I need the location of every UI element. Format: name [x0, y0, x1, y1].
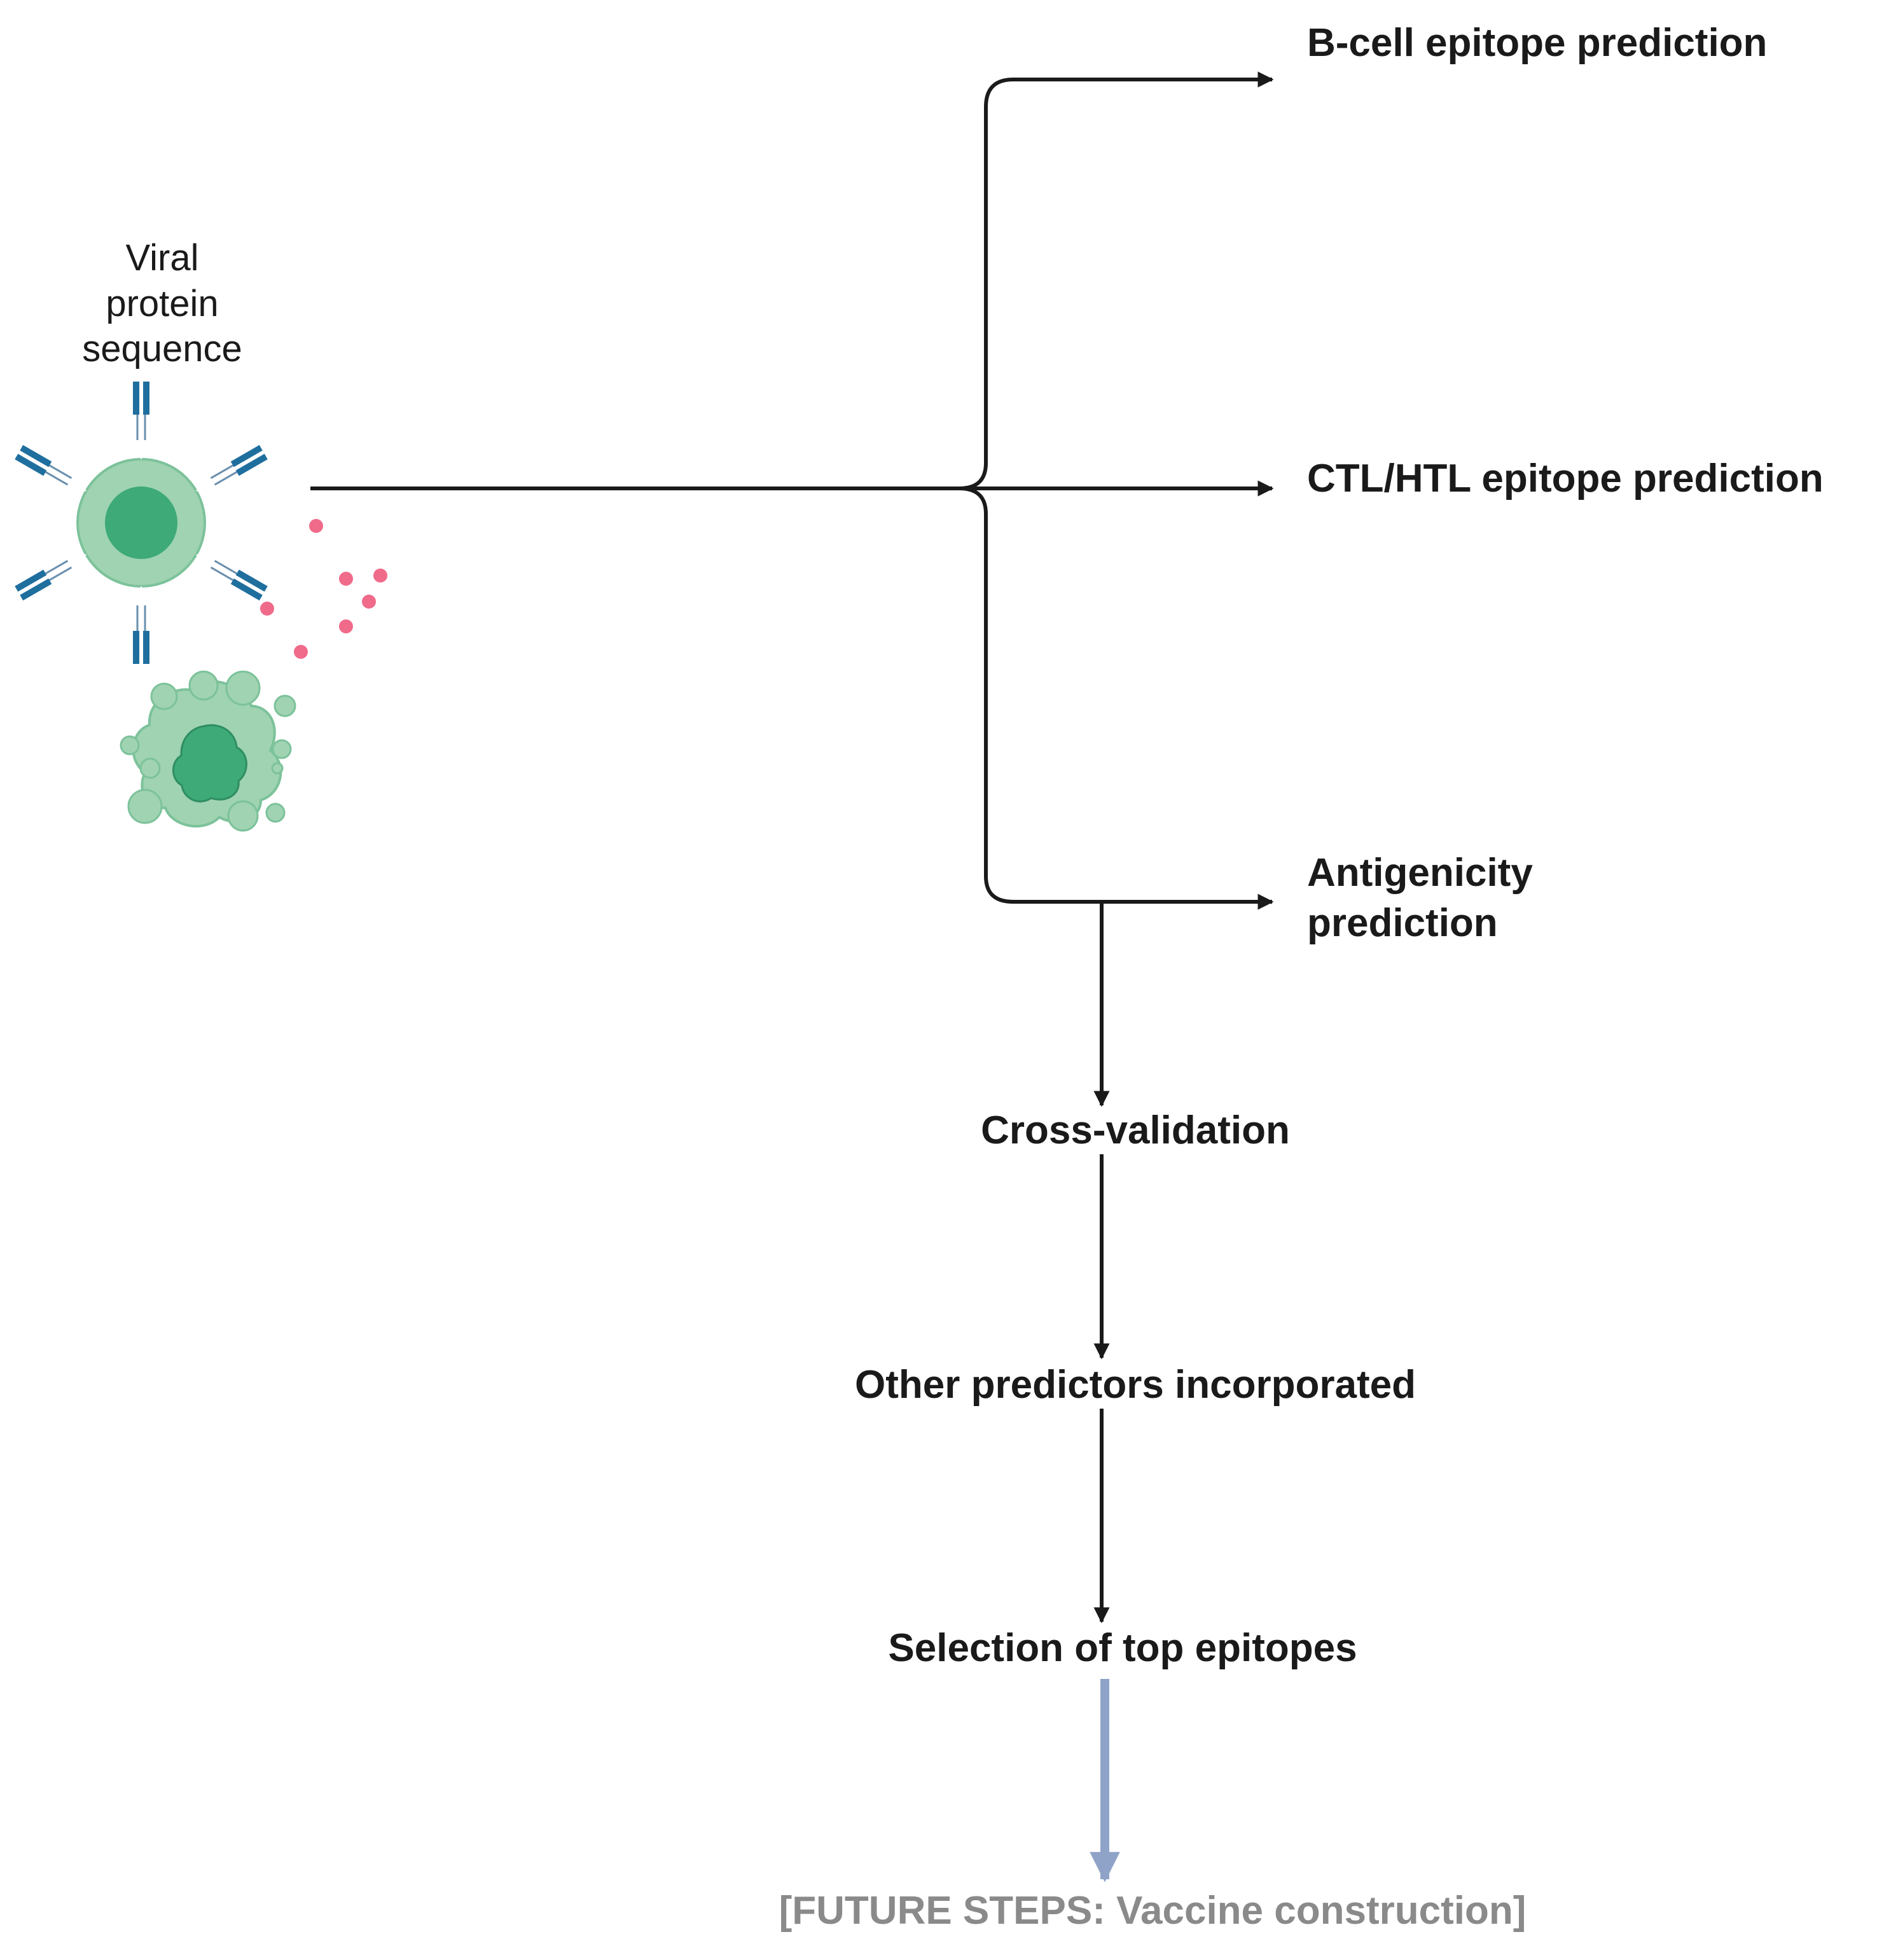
future-steps-label: [FUTURE STEPS: Vaccine construction] — [779, 1889, 1527, 1933]
source-label-line-1: Viral — [126, 237, 199, 279]
selection-label: Selection of top epitopes — [888, 1626, 1357, 1670]
apoptotic-cell-illustration — [120, 670, 296, 832]
antibody-icon-lower-left — [13, 546, 92, 602]
antibody-icon-upper-left — [13, 444, 92, 499]
antibody-icon-upper-right — [191, 444, 269, 499]
antibody-icon-bottom — [132, 585, 151, 665]
antibody-icon-lower-right — [191, 546, 269, 602]
connectors — [310, 71, 1274, 1882]
cytokine-dots-icon — [260, 519, 387, 659]
immune-cell-illustration — [13, 380, 269, 665]
b-cell-epitope-label: B-cell epitope prediction — [1307, 21, 1767, 65]
other-predictors-label: Other predictors incorporated — [855, 1363, 1416, 1407]
cross-validation-label: Cross-validation — [981, 1108, 1290, 1152]
antigenicity-label-line-1: Antigenicity — [1307, 851, 1533, 895]
antibody-icon-top — [132, 380, 151, 460]
curly-brace-connector — [959, 78, 1046, 904]
source-label-line-2: protein — [106, 283, 218, 324]
source-label-line-3: sequence — [82, 328, 242, 369]
ctl-htl-epitope-label: CTL/HTL epitope prediction — [1307, 457, 1824, 500]
source-label: Viral protein sequence — [82, 237, 242, 369]
antigenicity-label-line-2: prediction — [1307, 901, 1498, 945]
